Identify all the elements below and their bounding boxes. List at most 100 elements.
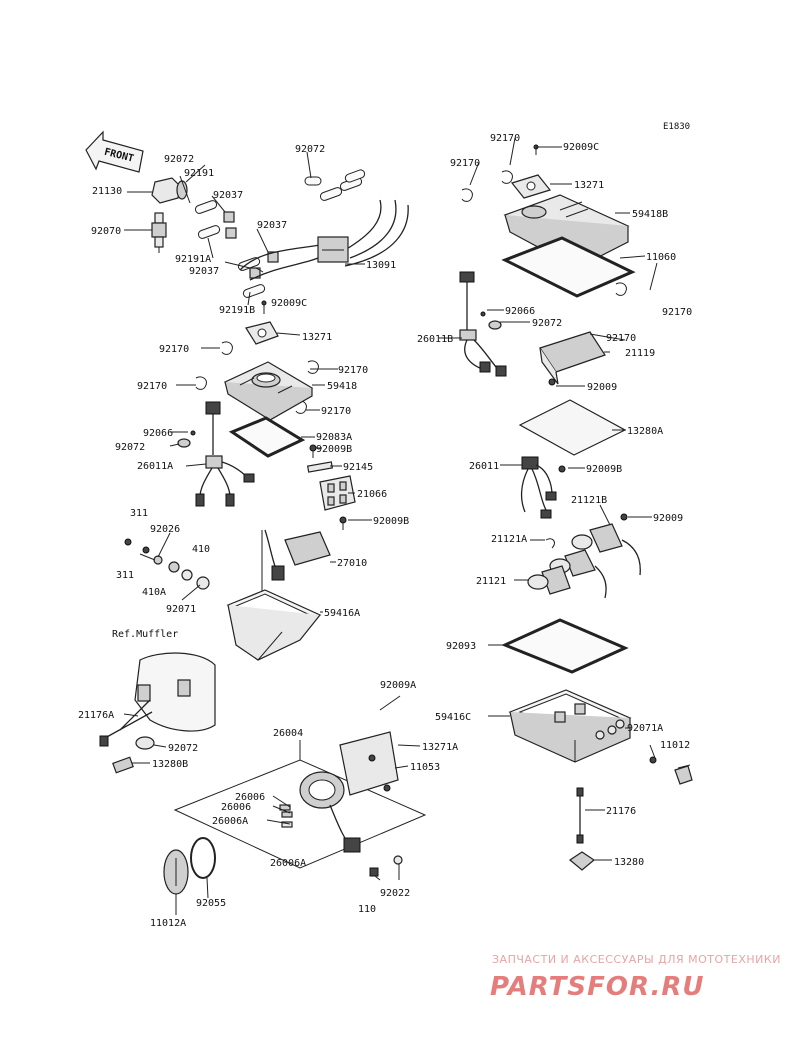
- part-number-label: 92170: [606, 333, 636, 344]
- part-number-label: 92066: [505, 306, 535, 317]
- part-number-label: 92072: [295, 144, 325, 155]
- part-number-label: 21066: [357, 489, 387, 500]
- part-number-label: 92083A: [316, 432, 352, 443]
- part-number-label: 92072: [532, 318, 562, 329]
- plug-cap-icon: [151, 177, 188, 204]
- part-number-label: 110: [358, 904, 376, 915]
- part-number-label: 92066: [143, 428, 173, 439]
- leader-lines: [123, 137, 691, 915]
- case-cover-icon: [223, 361, 314, 421]
- part-number-label: 13280B: [152, 759, 188, 770]
- part-number-label: 92037: [257, 220, 287, 231]
- part-number-label: 13271: [574, 180, 604, 191]
- part-number-label: 92009B: [373, 516, 409, 527]
- part-number-label: 92026: [150, 524, 180, 535]
- part-number-label: 59418: [327, 381, 357, 392]
- pad-icon: [568, 851, 596, 871]
- part-number-label: 21121: [476, 576, 506, 587]
- gasket-ring-icon: [501, 618, 629, 674]
- front-arrow-icon: FRONT: [85, 130, 144, 173]
- part-number-label: 92170: [662, 307, 692, 318]
- part-number-label: 21176: [606, 806, 636, 817]
- part-number-label: 92191: [184, 168, 214, 179]
- part-number-label: 92009: [653, 513, 683, 524]
- part-number-label: 92170: [137, 381, 167, 392]
- clip-icon: [223, 211, 279, 279]
- part-number-label: 410A: [142, 587, 166, 598]
- part-number-label: 92055: [196, 898, 226, 909]
- bolt-icon: [369, 855, 403, 877]
- part-number-label: 92093: [446, 641, 476, 652]
- part-number-label: 92072: [168, 743, 198, 754]
- part-number-label: 92009: [587, 382, 617, 393]
- part-number-label: 13280A: [627, 426, 663, 437]
- ref-muffler-label: Ref.Muffler: [112, 629, 178, 640]
- part-number-label: 92170: [321, 406, 351, 417]
- watermark-tagline: ЗАПЧАСТИ И АКСЕССУАРЫ ДЛЯ МОТОТЕХНИКИ: [492, 953, 781, 966]
- watermark-logo: PARTSFOR.RU: [490, 972, 704, 1002]
- cover-plate-icon: [163, 837, 216, 895]
- part-number-label: 92037: [213, 190, 243, 201]
- gasket-icon: [510, 174, 552, 199]
- part-number-label: 92009A: [380, 680, 416, 691]
- relay-unit-icon: [539, 331, 606, 386]
- nut-washer-icon: [124, 538, 210, 590]
- gasket-ring-icon: [228, 416, 306, 458]
- part-number-label: 11012A: [150, 918, 186, 929]
- part-number-label: 311: [116, 570, 134, 581]
- part-number-label: 92170: [159, 344, 189, 355]
- part-number-label: 21176A: [78, 710, 114, 721]
- part-number-label: 92071: [166, 604, 196, 615]
- figure-code: E1830: [663, 122, 690, 132]
- part-number-label: 13271A: [422, 742, 458, 753]
- part-number-label: 92071A: [627, 723, 663, 734]
- part-number-label: 11053: [410, 762, 440, 773]
- part-number-label: 13271: [302, 332, 332, 343]
- part-number-label: 311: [130, 508, 148, 519]
- part-number-label: 27010: [337, 558, 367, 569]
- gasket-icon: [245, 321, 279, 345]
- part-number-label: 59416A: [324, 608, 360, 619]
- part-number-label: 92170: [450, 158, 480, 169]
- part-number-label: 92191A: [175, 254, 211, 265]
- gasket-plate-icon: [518, 399, 627, 456]
- part-number-label: 92009B: [316, 444, 352, 455]
- part-number-label: 59418B: [632, 209, 668, 220]
- part-labels: 92072921919203721130920709203792191A9203…: [78, 133, 692, 929]
- ignition-coil-icon: [527, 513, 641, 599]
- muffler-icon: [119, 652, 216, 732]
- part-number-label: 13280: [614, 857, 644, 868]
- part-number-label: 11060: [646, 252, 676, 263]
- part-number-label: 26011A: [137, 461, 173, 472]
- part-number-label: 21130: [92, 186, 122, 197]
- clamp-icon: [195, 341, 319, 414]
- part-number-label: 26006: [221, 802, 251, 813]
- part-number-label: 92145: [343, 462, 373, 473]
- part-number-label: 21121A: [491, 534, 527, 545]
- clamp-icon: [461, 144, 627, 296]
- wire-harness-icon: [520, 456, 566, 519]
- part-number-label: 92022: [380, 888, 410, 899]
- part-number-label: 59416C: [435, 712, 471, 723]
- part-number-label: 26006A: [212, 816, 248, 827]
- part-number-label: 26011: [469, 461, 499, 472]
- cdi-unit-icon: [261, 529, 331, 620]
- sensor-icon: [99, 711, 155, 774]
- part-number-label: 410: [192, 544, 210, 555]
- regulator-icon: [319, 475, 356, 511]
- pickup-coil-icon: [173, 731, 427, 869]
- ignition-leads-icon: [239, 199, 409, 281]
- cap-icon: [649, 756, 693, 785]
- part-number-label: 92170: [490, 133, 520, 144]
- part-number-label: 26011B: [417, 334, 453, 345]
- part-number-label: 26006: [235, 792, 265, 803]
- spark-plug-icon: [151, 212, 167, 253]
- part-number-label: 21121B: [571, 495, 607, 506]
- part-number-label: 92037: [189, 266, 219, 277]
- part-number-label: 92009B: [586, 464, 622, 475]
- part-number-label: 26006A: [270, 858, 306, 869]
- part-number-label: 11012: [660, 740, 690, 751]
- part-number-label: 92191B: [219, 305, 255, 316]
- boot-tube-icon: [194, 169, 366, 298]
